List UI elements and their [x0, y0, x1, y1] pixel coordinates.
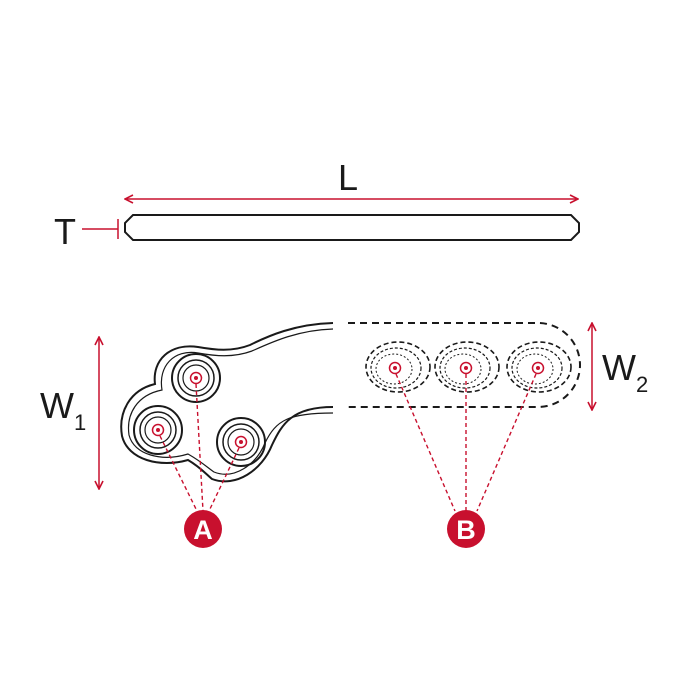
hole-b-3 — [506, 341, 572, 393]
side-view — [124, 214, 580, 241]
badge-a: A — [184, 510, 222, 548]
width-2-dimension: W2 — [592, 323, 648, 410]
width-2-label: W2 — [602, 347, 648, 397]
plate-shaft-outline — [348, 322, 581, 408]
hole-a-1 — [171, 353, 221, 403]
leaders-b — [395, 373, 537, 512]
badge-b-label: B — [456, 515, 476, 545]
plate-head-outline-inner — [127, 328, 334, 475]
length-dimension: L — [125, 157, 578, 199]
badge-b: B — [447, 510, 485, 548]
hole-a-3 — [216, 417, 266, 467]
hole-b-1 — [365, 341, 431, 393]
badge-a-label: A — [193, 515, 213, 545]
thickness-dimension: T — [54, 211, 119, 252]
leaders-a — [159, 383, 240, 512]
length-label: L — [338, 157, 358, 198]
thickness-label: T — [54, 211, 76, 252]
hole-b-2 — [434, 341, 500, 393]
width-1-label: W1 — [40, 385, 86, 435]
side-view-plate — [124, 214, 580, 241]
plate-head-outline-outer — [120, 322, 334, 483]
plate-shaft — [348, 322, 581, 408]
hole-a-2 — [133, 405, 183, 455]
width-1-dimension: W1 — [40, 337, 99, 489]
plate-head — [120, 322, 334, 483]
